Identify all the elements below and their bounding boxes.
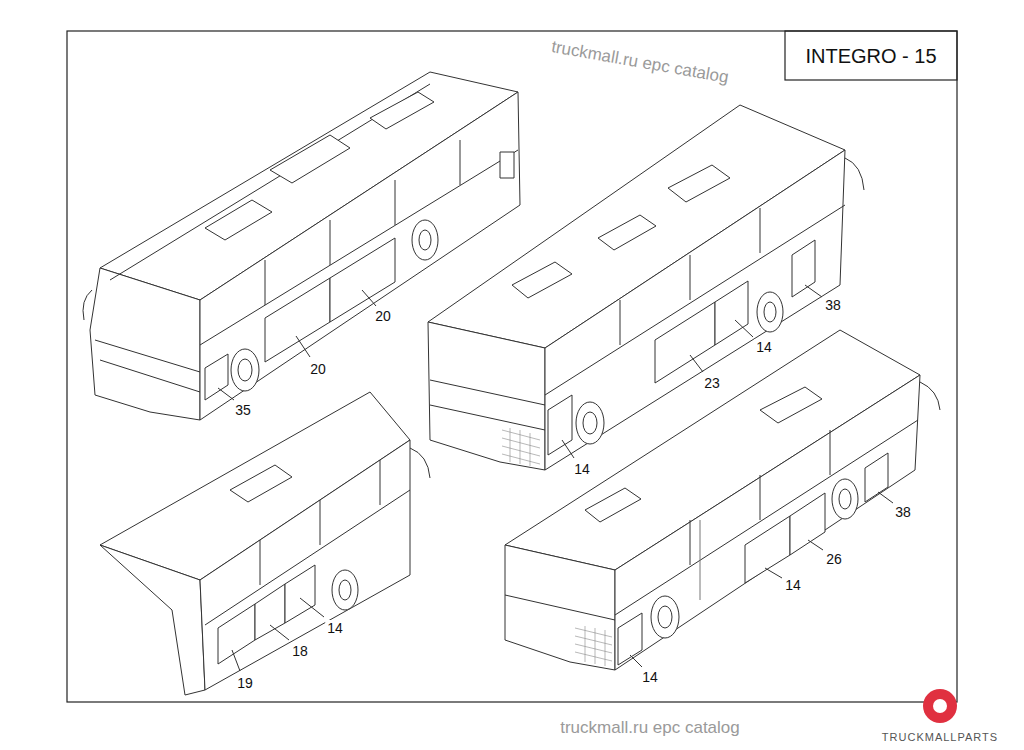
callout-number: 26 (824, 551, 844, 567)
callout-number: 38 (893, 504, 913, 520)
callout-number: 35 (233, 402, 253, 418)
callout-number: 20 (373, 308, 393, 324)
callout-number: 38 (823, 297, 843, 313)
callout-number: 14 (754, 339, 774, 355)
watermark: truckmall.ru epc catalog (560, 719, 740, 736)
diagram-title: INTEGRO - 15 (805, 45, 936, 68)
callout-number: 23 (702, 375, 722, 391)
callout-number: 14 (783, 577, 803, 593)
callout-number: 14 (325, 620, 345, 636)
callout-number: 14 (640, 669, 660, 685)
callout-number: 19 (235, 675, 255, 691)
bus-view (100, 392, 430, 695)
bus-view (505, 330, 940, 670)
logo-text: TRUCKMALLPARTS (882, 732, 998, 743)
logo-gear (923, 689, 957, 723)
callout-number: 18 (290, 643, 310, 659)
callout-number: 14 (572, 461, 592, 477)
callout-number: 20 (308, 361, 328, 377)
watermark: truckmall.ru epc catalog (550, 38, 730, 86)
